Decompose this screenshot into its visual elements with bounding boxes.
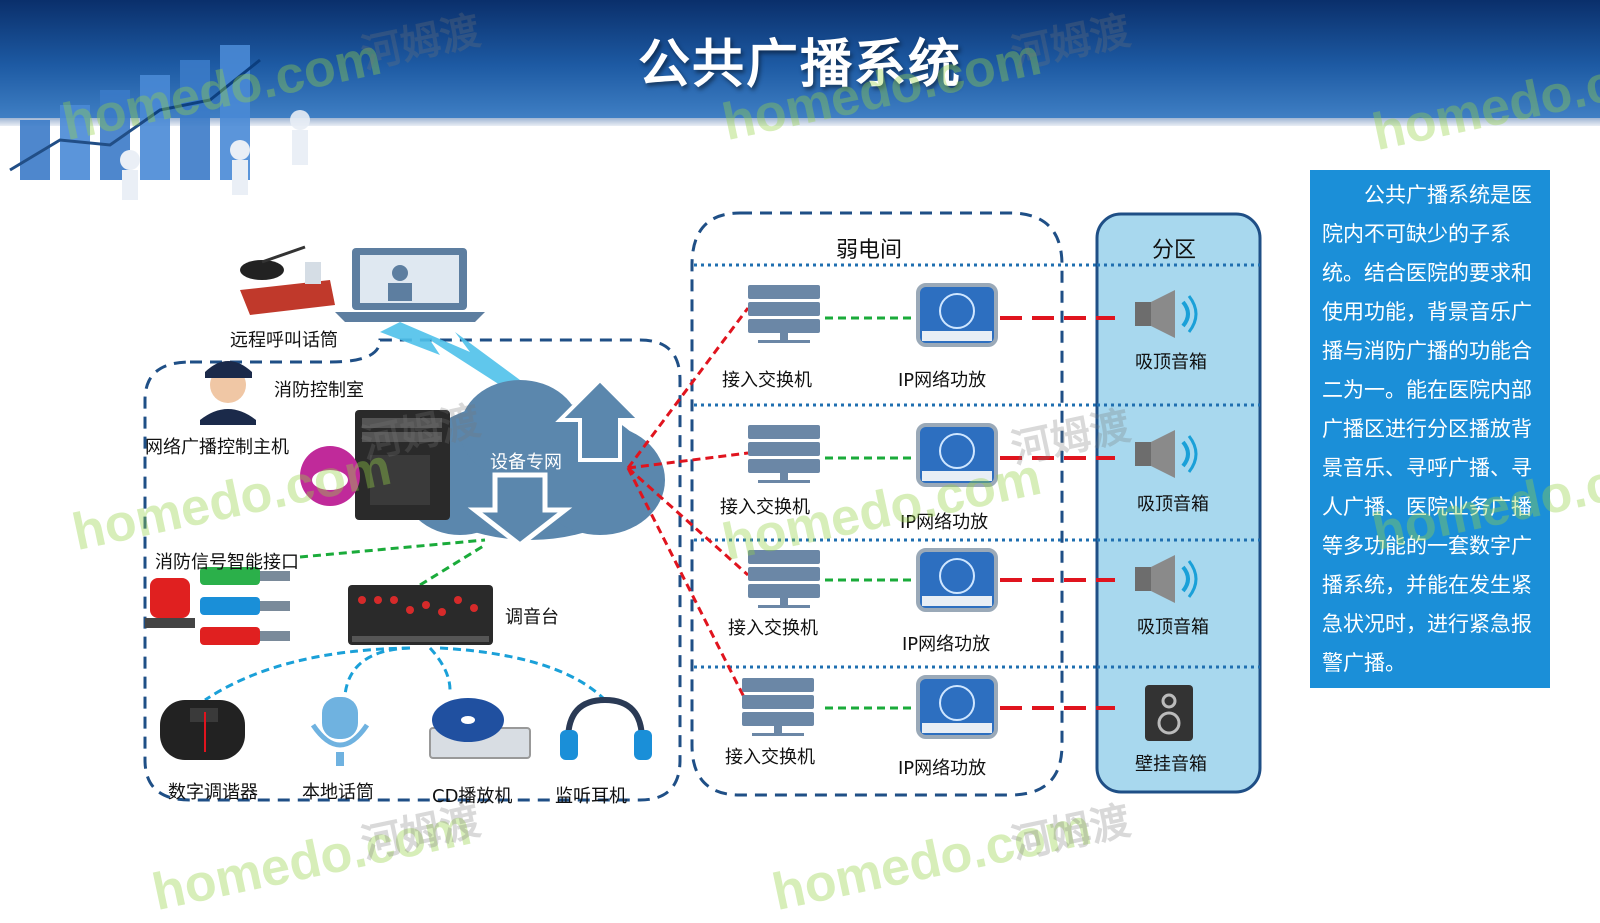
- tuner-icon: [160, 700, 245, 760]
- header-stripe: [0, 118, 1600, 126]
- mixer-icon: [348, 585, 493, 645]
- amp-label-1: IP网络功放: [898, 370, 987, 391]
- tuner-label: 数字调谐器: [168, 782, 258, 803]
- speaker-icons: [1135, 290, 1198, 741]
- cd-player-icon: [429, 698, 531, 759]
- speaker-label-1: 吸顶音箱: [1135, 352, 1207, 373]
- red-amp-speaker-links: [1000, 316, 1115, 710]
- speaker-label-3: 吸顶音箱: [1137, 617, 1209, 638]
- local-mic-label: 本地话筒: [302, 782, 374, 803]
- weak-room-title: 弱电间: [836, 238, 903, 263]
- amp-label-2: IP网络功放: [900, 512, 989, 533]
- weak-room-border: [690, 211, 1064, 797]
- diagram-canvas: [143, 211, 1262, 802]
- corner-decoration: [9, 45, 310, 200]
- mixer-label: 调音台: [505, 607, 559, 628]
- cyan-source-links: [204, 646, 607, 702]
- red-network-links: [626, 307, 750, 706]
- fire-interface-plugs-icon: [200, 567, 290, 645]
- switch-icons: [742, 285, 820, 736]
- control-host-label: 网络广播控制主机: [145, 437, 289, 458]
- zone-box: [1095, 212, 1262, 794]
- switch-label-1: 接入交换机: [722, 370, 812, 391]
- server-tower-icon: [355, 410, 450, 520]
- headphones-icon: [560, 696, 652, 760]
- cloud-badge-icon: [300, 446, 360, 506]
- green-switch-amp-links: [825, 316, 915, 710]
- speaker-label-2: 吸顶音箱: [1137, 494, 1209, 515]
- switch-label-3: 接入交换机: [728, 618, 818, 639]
- fire-interface-label: 消防信号智能接口: [155, 552, 299, 573]
- desk-mic-icon: [240, 245, 335, 315]
- local-mic-icon: [310, 697, 370, 766]
- private-network-label: 设备专网: [490, 452, 562, 473]
- remote-mic-label: 远程呼叫话筒: [230, 330, 338, 351]
- description-box: 公共广播系统是医院内不可缺少的子系统。结合医院的要求和使用功能，背景音乐广播与消…: [1310, 170, 1550, 688]
- cd-player-label: CD播放机: [432, 786, 513, 807]
- wireless-bolt-icon: [380, 322, 520, 385]
- switch-label-4: 接入交换机: [725, 747, 815, 768]
- fire-control-room-label: 消防控制室: [274, 380, 364, 401]
- alarm-light-icon: [145, 578, 195, 628]
- amp-label-3: IP网络功放: [902, 634, 991, 655]
- green-source-links: [299, 538, 486, 587]
- amp-icons: [916, 283, 998, 739]
- speaker-label-4: 壁挂音箱: [1135, 754, 1207, 775]
- amp-label-4: IP网络功放: [898, 758, 987, 779]
- fire-officer-icon: [200, 361, 256, 425]
- zone-title: 分区: [1152, 238, 1197, 263]
- laptop-icon: [335, 248, 485, 322]
- switch-label-2: 接入交换机: [720, 497, 810, 518]
- page-title: 公共广播系统: [637, 35, 962, 95]
- header-banner: [0, 0, 1600, 118]
- headphones-label: 监听耳机: [555, 786, 627, 807]
- left-group-border: [143, 338, 682, 802]
